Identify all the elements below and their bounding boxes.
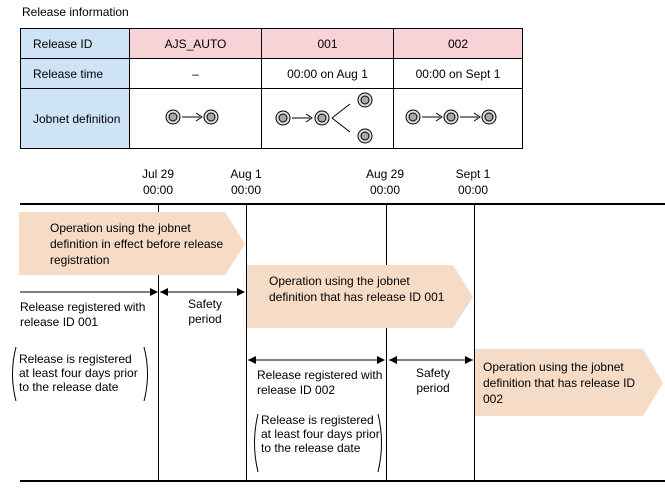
note-release-registered-early: Release is registered at least four days… xyxy=(19,352,138,394)
timeline-line-aug1 xyxy=(246,205,247,480)
jobnet-diagram-001 xyxy=(261,88,394,149)
jobnet-two-nodes-icon xyxy=(165,109,218,125)
operation-label: Operation using the jobnet definition th… xyxy=(483,360,636,406)
tick-date: Aug 1 xyxy=(230,167,262,181)
jobnet-three-nodes-icon xyxy=(405,109,497,125)
jobnet-branch-icon xyxy=(275,92,372,144)
registration-arrows-top xyxy=(20,288,245,296)
tick-date: Aug 29 xyxy=(365,167,405,181)
operation-before-release: Operation using the jobnet definition in… xyxy=(19,212,247,276)
tick-time: 00:00 xyxy=(142,183,174,197)
release-time-cell: – xyxy=(129,58,262,89)
operation-label: Operation using the jobnet definition th… xyxy=(269,274,445,304)
note-bracket xyxy=(254,413,382,473)
registration-arrows-bottom xyxy=(248,356,473,364)
tick-aug29: Aug 29 00:00 xyxy=(350,166,420,198)
registration-label-001: Release registered with release ID 001 xyxy=(20,300,146,329)
note-bracket xyxy=(12,346,148,402)
tick-aug1: Aug 1 00:00 xyxy=(211,166,281,198)
tick-date: Jul 29 xyxy=(141,167,175,181)
tick-jul29: Jul 29 00:00 xyxy=(123,166,193,198)
timeline-line-sept1 xyxy=(474,205,475,480)
operation-release-002: Operation using the jobnet definition th… xyxy=(475,349,665,417)
tick-time: 00:00 xyxy=(369,183,401,197)
note-release-registered-early: Release is registered at least four days… xyxy=(261,413,380,455)
row-header-jobnet-definition: Jobnet definition xyxy=(20,88,130,149)
release-time-cell: 00:00 on Aug 1 xyxy=(261,58,394,89)
tick-date: Sept 1 xyxy=(455,167,491,181)
timeline-line-jul29 xyxy=(158,205,159,480)
operation-label: Operation using the jobnet definition in… xyxy=(50,221,224,267)
row-header-release-id: Release ID xyxy=(20,28,130,59)
timeline-bottom-rule xyxy=(20,480,665,482)
release-id-cell: AJS_AUTO xyxy=(129,28,262,59)
release-id-cell: 001 xyxy=(261,28,394,59)
safety-period-label: Safety period xyxy=(415,366,451,395)
release-time-cell: 00:00 on Sept 1 xyxy=(393,58,523,89)
tick-time: 00:00 xyxy=(230,183,262,197)
jobnet-diagram-002 xyxy=(393,88,523,149)
tick-time: 00:00 xyxy=(457,183,489,197)
jobnet-diagram-auto xyxy=(129,88,262,149)
registration-label-002: Release registered with release ID 002 xyxy=(257,368,383,397)
section-title: Release information xyxy=(22,5,129,19)
operation-release-001: Operation using the jobnet definition th… xyxy=(247,265,475,329)
timeline-line-aug29 xyxy=(386,205,387,480)
timeline-top-rule xyxy=(20,203,665,205)
safety-period-label: Safety period xyxy=(187,297,223,326)
release-info-table: Release ID AJS_AUTO 001 002 Release time… xyxy=(20,28,523,149)
row-header-release-time: Release time xyxy=(20,58,130,89)
release-id-cell: 002 xyxy=(393,28,523,59)
tick-sept1: Sept 1 00:00 xyxy=(438,166,508,198)
